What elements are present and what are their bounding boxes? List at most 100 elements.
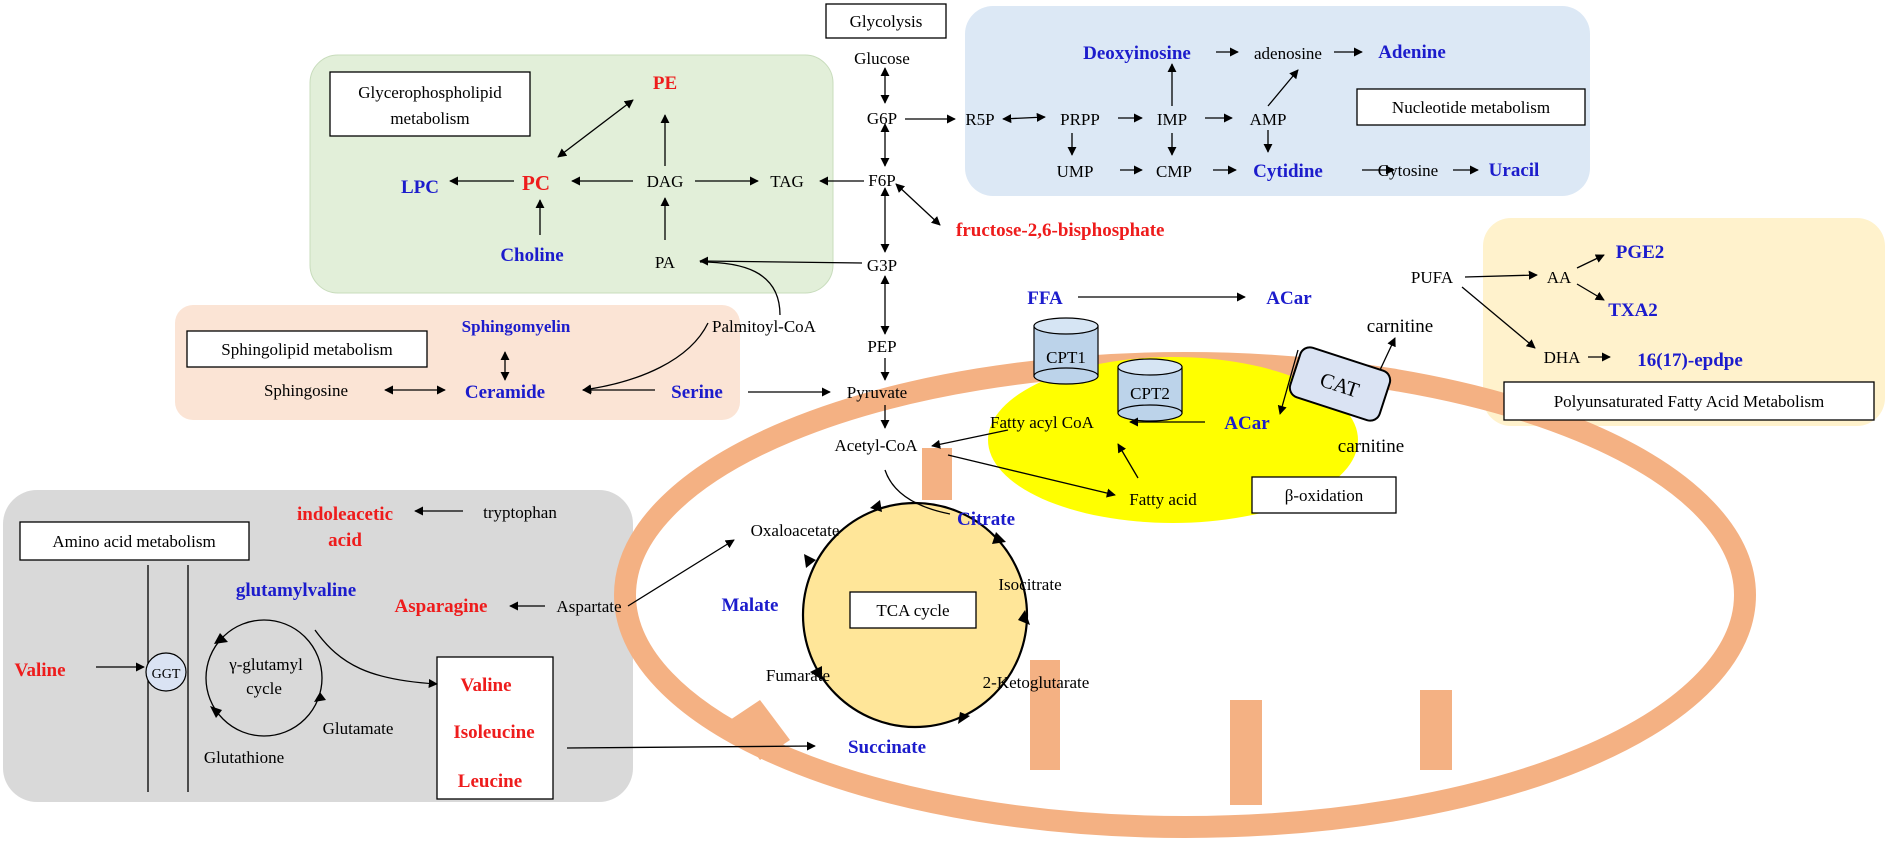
tryptophan-node: tryptophan xyxy=(483,503,557,522)
nucleotide-panel xyxy=(965,6,1590,196)
carnitine-node-1: carnitine xyxy=(1367,316,1433,337)
glycerophospholipid-label-2: metabolism xyxy=(390,109,469,128)
tca-box xyxy=(849,591,977,629)
pc-node: PC xyxy=(522,171,550,195)
aa-node: AA xyxy=(1547,268,1572,287)
pufa-box xyxy=(1503,381,1875,421)
amino-acid-label: Amino acid metabolism xyxy=(52,532,215,551)
arrows xyxy=(96,47,1611,751)
lpc-node: LPC xyxy=(401,177,439,198)
cat-transporter: CAT xyxy=(1288,346,1392,422)
cytosine-node: Cytosine xyxy=(1378,161,1438,180)
nucleotide-label: Nucleotide metabolism xyxy=(1392,98,1550,117)
imp-node: IMP xyxy=(1157,110,1187,129)
glutamylvaline-node: glutamylvaline xyxy=(236,580,356,601)
gamma-glutamyl-label: γ-glutamyl xyxy=(228,655,303,674)
amp-node: AMP xyxy=(1250,110,1287,129)
leucine-node: Leucine xyxy=(458,771,522,792)
cpt1-label: CPT1 xyxy=(1046,348,1086,367)
crista-b1 xyxy=(1030,660,1060,770)
fatty-acid-node: Fatty acid xyxy=(1129,490,1197,509)
amino-acid-box xyxy=(19,521,250,561)
beta-oxidation-box xyxy=(1251,476,1397,514)
f26bp-node: fructose-2,6-bisphosphate xyxy=(956,220,1164,241)
fumarate-node: Fumarate xyxy=(766,666,830,685)
gamma-arrow-1 xyxy=(214,633,228,644)
tca-arrow-3 xyxy=(958,712,970,724)
crista-left xyxy=(730,700,790,760)
pufa-panel xyxy=(1483,218,1885,426)
cmp-node: CMP xyxy=(1156,162,1192,181)
dag-node: DAG xyxy=(647,172,684,191)
glycerophospholipid-label: Glycerophospholipid xyxy=(358,83,502,102)
tca-arrow-5 xyxy=(804,554,816,568)
tca-arrow-2 xyxy=(1018,610,1030,625)
bcaa-box xyxy=(436,656,554,800)
r5p-node: R5P xyxy=(965,110,994,129)
cytidine-node: Cytidine xyxy=(1253,161,1323,182)
malate-node: Malate xyxy=(722,595,779,616)
ceramide-node: Ceramide xyxy=(465,382,545,403)
adenine-node: Adenine xyxy=(1378,42,1446,63)
pge2-node: PGE2 xyxy=(1616,242,1665,263)
pep-node: PEP xyxy=(867,337,896,356)
beta-oxidation-label: β-oxidation xyxy=(1285,486,1364,505)
pufa-label: Polyunsaturated Fatty Acid Metabolism xyxy=(1554,392,1825,411)
pyruvate-node: Pyruvate xyxy=(847,383,907,402)
cpt2-label: CPT2 xyxy=(1130,384,1170,403)
sphingolipid-label: Sphingolipid metabolism xyxy=(221,340,392,359)
citrate-node: Citrate xyxy=(957,509,1015,530)
acar-node-2: ACar xyxy=(1224,413,1270,434)
indoleacetic-acid-node-2: acid xyxy=(328,530,362,551)
prpp-node: PRPP xyxy=(1060,110,1100,129)
acetyl-coa-node: Acetyl-CoA xyxy=(834,436,918,455)
serine-node: Serine xyxy=(671,382,723,403)
tca-label: TCA cycle xyxy=(876,601,949,620)
crista-b2 xyxy=(1230,700,1262,805)
gamma-glutamyl-cycle xyxy=(205,619,323,737)
valine-input-node: Valine xyxy=(14,660,65,681)
ketoglutarate-node: 2-Ketoglutarate xyxy=(983,673,1090,692)
nucleotide-box xyxy=(1356,88,1586,126)
gamma-arrow-2 xyxy=(314,692,326,702)
deoxyinosine-node: Deoxyinosine xyxy=(1083,43,1191,64)
cpt1-transporter: CPT1 xyxy=(1033,317,1099,385)
sphingosine-node: Sphingosine xyxy=(264,381,348,400)
gamma-glutamyl-label-2: cycle xyxy=(246,679,282,698)
aspartate-node: Aspartate xyxy=(556,597,621,616)
g6p-node: G6P xyxy=(867,109,897,128)
crista-b3 xyxy=(1420,690,1452,770)
cpt2-transporter: CPT2 xyxy=(1117,358,1183,422)
succinate-node: Succinate xyxy=(848,737,926,758)
glutamate-node: Glutamate xyxy=(323,719,394,738)
glycolysis-label: Glycolysis xyxy=(850,12,923,31)
tca-arrow-6 xyxy=(870,500,882,512)
sphingolipid-box xyxy=(186,330,428,368)
glycerophospholipid-box xyxy=(329,71,531,137)
isocitrate-node: Isocitrate xyxy=(998,575,1061,594)
oxaloacetate-node: Oxaloacetate xyxy=(751,521,840,540)
glutathione-node: Glutathione xyxy=(204,748,284,767)
choline-node: Choline xyxy=(500,245,563,266)
glucose-node: Glucose xyxy=(854,49,910,68)
dha-node: DHA xyxy=(1544,348,1582,367)
ggt-label: GGT xyxy=(152,667,181,682)
palmitoyl-coa-node: Palmitoyl-CoA xyxy=(712,317,817,336)
txa2-node: TXA2 xyxy=(1608,300,1658,321)
tca-arrow-4 xyxy=(810,666,822,680)
pufa-node: PUFA xyxy=(1411,268,1454,287)
acar-node-1: ACar xyxy=(1266,288,1312,309)
isoleucine-node: Isoleucine xyxy=(453,722,534,743)
pe-node: PE xyxy=(653,73,677,94)
glycolysis-box xyxy=(825,3,947,39)
gamma-arrow-3 xyxy=(210,706,222,718)
ffa-node: FFA xyxy=(1027,288,1063,309)
ggt-circle xyxy=(145,652,187,692)
fatty-acyl-coa-node: Fatty acyl CoA xyxy=(990,413,1095,432)
carnitine-node-2: carnitine xyxy=(1338,436,1404,457)
f6p-node: F6P xyxy=(868,171,895,190)
crista-top xyxy=(922,448,952,500)
valine-node: Valine xyxy=(460,675,511,696)
g3p-node: G3P xyxy=(867,256,897,275)
